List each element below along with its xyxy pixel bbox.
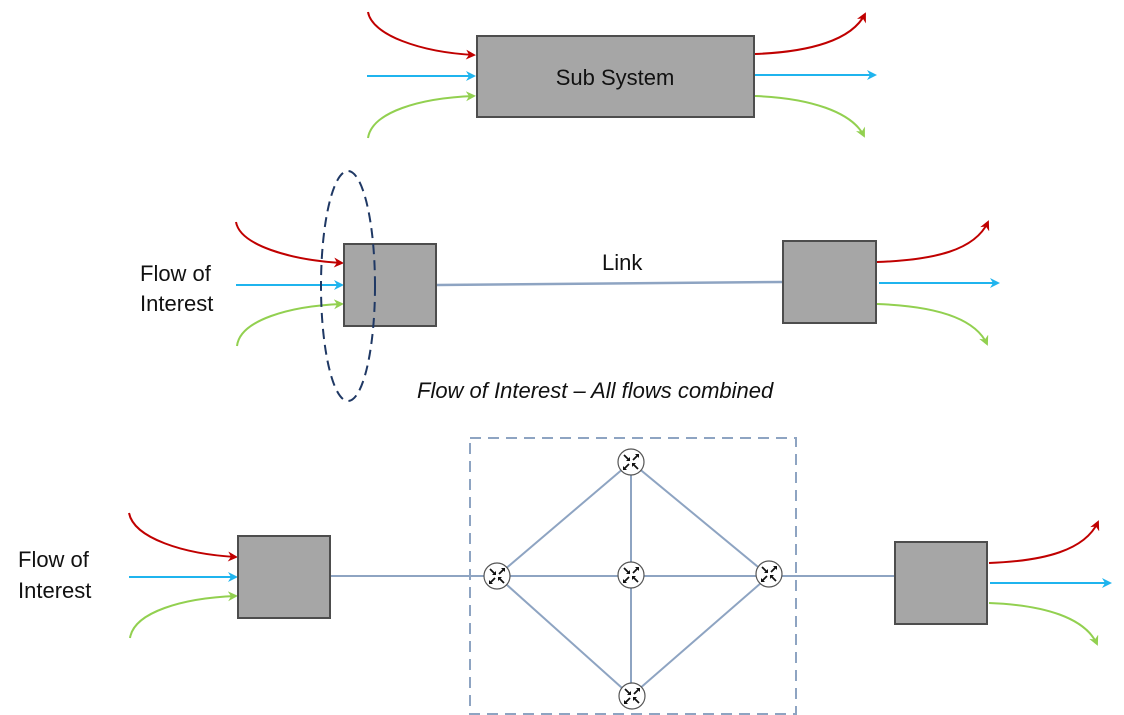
network-link	[496, 575, 632, 697]
router-icon	[755, 560, 783, 588]
input-flow-green	[367, 91, 476, 139]
input-flow-red	[128, 512, 238, 562]
output-flow-green	[754, 95, 865, 138]
network-link	[630, 461, 770, 577]
router-center	[617, 561, 645, 589]
output-flow-green	[876, 303, 989, 346]
flow-of-interest-ellipse	[320, 170, 376, 402]
output-flow-red	[754, 12, 866, 55]
router-icon	[617, 561, 645, 589]
router-right	[755, 560, 783, 588]
subsystem-box	[476, 35, 755, 118]
flow-of-interest-label-line1: Flow of	[140, 261, 212, 286]
source-node-box	[343, 243, 437, 327]
network-links	[331, 461, 895, 697]
output-flow-green	[988, 602, 1099, 646]
router-left	[483, 562, 511, 590]
flow-of-interest-label-line2: Interest	[140, 291, 213, 316]
network-link	[496, 461, 632, 577]
subsystem-label: Sub System	[556, 65, 675, 90]
input-flow-red	[235, 221, 344, 268]
panel-link: Flow of Interest Link Flow of Interest –…	[140, 170, 1000, 403]
input-flow-green	[236, 299, 344, 347]
destination-node-box	[894, 541, 988, 625]
input-flow-green	[129, 591, 238, 639]
destination-node-box	[782, 240, 877, 324]
link-label: Link	[602, 250, 643, 275]
router-top	[617, 448, 645, 476]
caption-all-flows-combined: Flow of Interest – All flows combined	[417, 378, 774, 403]
router-bottom	[618, 682, 646, 710]
panel-network: Flow of Interest	[18, 437, 1112, 715]
source-node-box	[237, 535, 331, 619]
input-flow-red	[367, 11, 476, 60]
network-link	[630, 575, 770, 697]
router-icon	[618, 682, 646, 710]
flow-of-interest-label-line1: Flow of	[18, 547, 90, 572]
router-icon	[483, 562, 511, 590]
flow-of-interest-label-line2: Interest	[18, 578, 91, 603]
router-icon	[617, 448, 645, 476]
output-flow-red	[988, 520, 1100, 564]
panel-subsystem: Sub System	[367, 11, 877, 139]
output-flow-red	[876, 220, 990, 263]
link-line	[436, 280, 784, 287]
